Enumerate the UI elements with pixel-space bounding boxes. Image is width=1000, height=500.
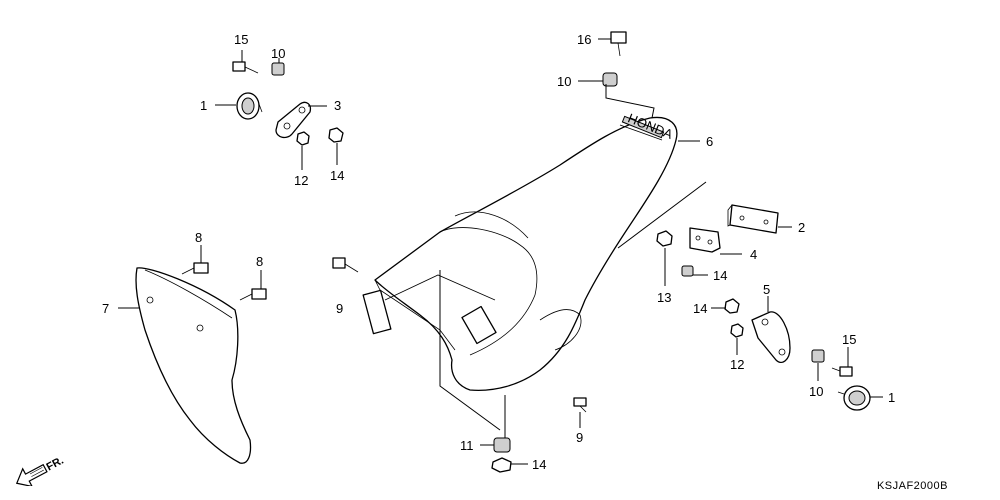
callout-8-b: 8 [256,254,263,269]
callout-1-top: 1 [200,98,207,113]
nut-14-top [328,127,344,143]
callout-14-right: 14 [693,301,707,316]
hardware [181,31,853,473]
callout-10-mid: 10 [557,74,571,89]
leader-lines [118,38,883,465]
callout-13: 13 [657,290,671,305]
callout-10-top: 10 [271,46,285,61]
nut-14-right [724,298,740,314]
plate [727,204,779,234]
callout-14-mid: 14 [713,268,727,283]
callout-6: 6 [706,134,713,149]
callout-1-bottom: 1 [888,390,895,405]
callout-16: 16 [577,32,591,47]
callout-3: 3 [334,98,341,113]
callout-9-a: 9 [336,301,343,316]
callout-12-right: 12 [730,357,744,372]
collar-10-right [811,349,825,363]
bolt-15-top [232,61,246,72]
diagram-code: KSJAF2000B [876,480,948,492]
rear-fender-side-cover [135,267,252,464]
callout-8-a: 8 [195,230,202,245]
nut-12-top [296,131,310,146]
assembly-lines [439,84,707,438]
bolt-8-a [193,262,209,274]
bolt-8-b [251,288,267,300]
bolt-15-right [839,366,853,377]
collar-10-mid [602,72,618,87]
screw-9-b [573,397,587,407]
callout-9-b: 9 [576,430,583,445]
callout-11: 11 [460,438,474,453]
grommet-11 [493,437,511,453]
front-direction-arrow: FR. [15,455,66,486]
nut-12-right [730,323,744,338]
callout-labels: 1 15 10 3 12 14 16 10 6 2 4 8 8 7 9 13 1… [102,32,895,472]
screw-9-a [332,257,346,269]
callout-15-right: 15 [842,332,856,347]
rear-fender: HONDA [362,110,678,391]
reflector-bottom [837,385,871,411]
collar-10-top [271,62,285,76]
callout-10-right: 10 [809,384,823,399]
direction-label: FR. [44,455,65,474]
reflector-bracket-right [751,311,791,363]
callout-4: 4 [750,247,757,262]
callout-14-top: 14 [330,168,344,183]
reflector-bracket-top [275,101,312,139]
stay-bracket [689,227,721,253]
reflector-top [236,92,263,120]
callout-14-bottom: 14 [532,457,546,472]
nut-13 [656,230,673,247]
callout-12-top: 12 [294,173,308,188]
arrow-icon [15,463,48,486]
nut-14-mid [681,265,694,277]
screw-16 [610,31,627,44]
callout-5: 5 [763,282,770,297]
nut-14-bottom [491,457,512,473]
callout-15-top: 15 [234,32,248,47]
callout-7: 7 [102,301,109,316]
callout-2: 2 [798,220,805,235]
